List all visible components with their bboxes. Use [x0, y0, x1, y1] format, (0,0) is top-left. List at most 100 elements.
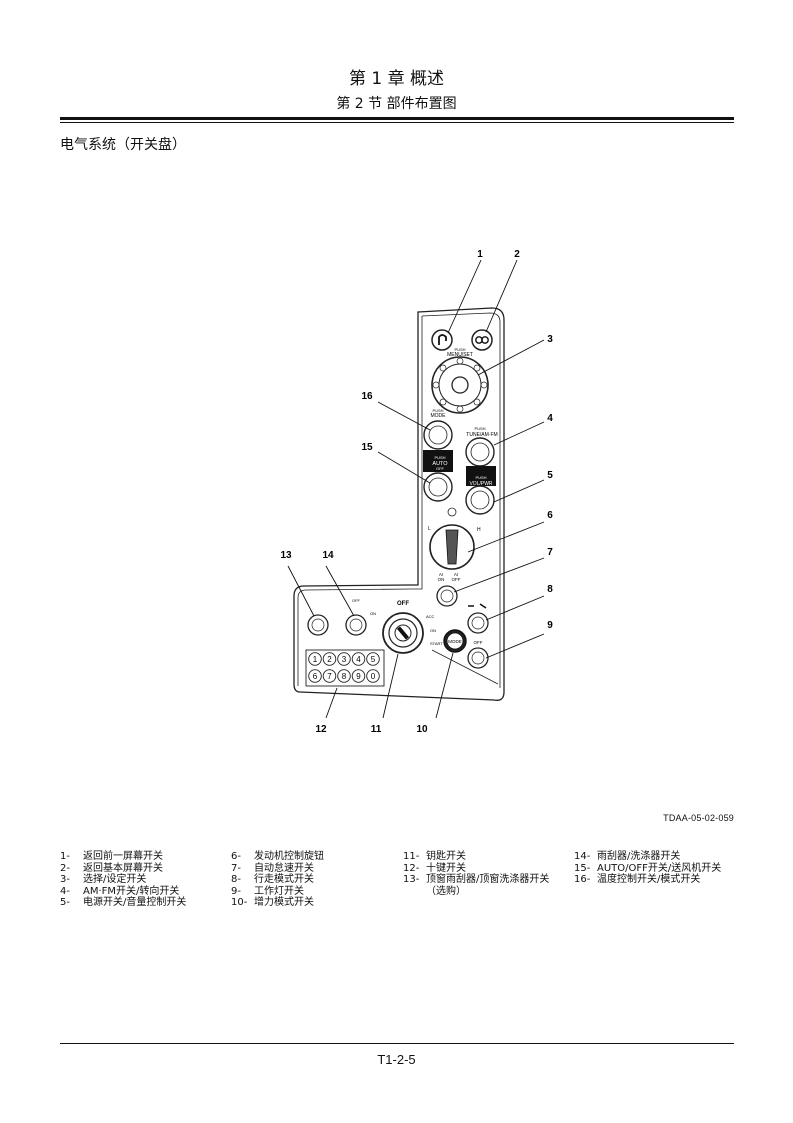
legend-item-continuation: （选购）	[426, 885, 466, 897]
legend-item: 15-AUTO/OFF开关/送风机开关	[574, 862, 722, 874]
keypad-key-label: 1	[313, 655, 318, 664]
legend-item: 8-行走模式开关	[231, 874, 314, 885]
work-light-switch	[467, 647, 489, 669]
auto-off-label: OFF	[436, 466, 445, 471]
wiper-off-label: OFF	[352, 598, 361, 603]
callout-10: 10	[416, 724, 428, 735]
wiper-washer-switch	[345, 614, 367, 636]
back-arrow-icon	[438, 334, 447, 345]
keypad-key-label: 3	[342, 655, 347, 664]
keypad-key-label: 8	[342, 672, 347, 681]
legend-item: 2-返回基本屏幕开关	[60, 862, 163, 874]
legend-item: 10-增力模式开关	[231, 897, 314, 908]
callout-6: 6	[547, 510, 553, 521]
ai-on-label-1: AI	[439, 572, 443, 577]
mode-button-label: MODE	[448, 639, 462, 644]
legend-item: 4-AM·FM开关/转向开关	[60, 885, 180, 897]
auto-off-blower-switch	[423, 472, 453, 502]
legend-column-1: 1-返回前一屏幕开关 2-返回基本屏幕开关 3-选择/设定开关 4-AM·FM开…	[60, 851, 186, 909]
auto-label: AUTO	[432, 461, 448, 467]
wiper-on-label: ON	[370, 611, 376, 616]
keypad-key	[337, 669, 351, 683]
callout-4: 4	[547, 413, 553, 424]
auto-idle-switch	[436, 585, 458, 607]
keypad-key-label: 5	[371, 655, 376, 664]
legend-item: 11-钥匙开关	[403, 851, 466, 862]
auto-band	[423, 450, 453, 472]
menuset-push-label: PUSH	[454, 347, 465, 352]
key-off-label: OFF	[397, 601, 409, 607]
callout-16: 16	[361, 391, 373, 402]
keypad-key	[351, 669, 366, 683]
legend-item: 1-返回前一屏幕开关	[60, 851, 163, 862]
keypad-key	[322, 652, 337, 666]
callout-12: 12	[315, 724, 327, 735]
keypad-key	[308, 669, 322, 683]
keypad-key-label: 4	[356, 655, 361, 664]
keypad-key	[322, 669, 337, 683]
callout-3: 3	[547, 334, 553, 345]
callout-15: 15	[361, 442, 373, 453]
callout-7: 7	[547, 547, 553, 558]
legend-item: 16-温度控制开关/模式开关	[574, 874, 701, 885]
callout-9: 9	[547, 620, 553, 631]
keypad-key	[337, 652, 351, 666]
legend-item: 9-工作灯开关	[231, 885, 304, 897]
section-heading: 电气系统（开关盘）	[60, 137, 186, 153]
overhead-wiper-switch	[307, 614, 329, 636]
keypad-key-label: 7	[327, 672, 332, 681]
travel-mode-icon	[468, 603, 487, 609]
engine-low-label: L	[428, 526, 431, 532]
callout-8: 8	[547, 584, 553, 595]
keypad-key	[351, 652, 366, 666]
legend-column-2: 6-发动机控制旋钮 7-自动怠速开关 8-行走模式开关 9-工作灯开关 10-增…	[231, 851, 324, 909]
vol-push-label: PUSH	[475, 475, 486, 480]
legend-item: 6-发动机控制旋钮	[231, 851, 324, 862]
mode-push-label: PUSH	[432, 408, 443, 413]
leader-lines	[287, 259, 545, 719]
callout-5: 5	[547, 470, 553, 481]
callout-1: 1	[477, 249, 483, 260]
menuset-label: MENU/SET	[447, 352, 473, 358]
travel-mode-switch	[467, 612, 489, 634]
key-start-label: START	[430, 641, 443, 646]
vol-label: VOL/PWR	[469, 481, 492, 487]
temperature-mode-switch	[423, 420, 453, 450]
menuset-dial	[431, 356, 489, 414]
legend-item: 13-顶窗雨刮器/顶窗洗涤器开关	[403, 874, 550, 885]
engine-high-label: H	[477, 527, 481, 533]
legend-item: 5-电源开关/音量控制开关	[60, 897, 187, 908]
legend-item: 12-十键开关	[403, 862, 466, 874]
header-rule-thin	[60, 122, 734, 123]
figure-id: TDAA-05-02-059	[663, 813, 734, 823]
keypad-key-label: 0	[371, 672, 376, 681]
keypad-key	[366, 652, 380, 666]
legend-column-4: 14-雨刮器/洗涤器开关 15-AUTO/OFF开关/送风机开关 16-温度控制…	[574, 851, 721, 886]
key-acc-label: ACC	[426, 614, 435, 619]
mode-label: MODE	[431, 413, 447, 419]
key-on-label: ON	[430, 628, 436, 633]
legend-item: 7-自动怠速开关	[231, 862, 314, 874]
am-fm-tune-switch	[465, 437, 495, 467]
back-switch	[431, 329, 453, 351]
ai-off-label-2: OFF	[452, 577, 461, 582]
keypad-key-label: 6	[313, 672, 318, 681]
callout-11: 11	[371, 724, 382, 735]
auto-push-label: PUSH	[434, 455, 445, 460]
header-rule-thick	[60, 117, 734, 120]
panel-outline	[293, 307, 505, 701]
keypad-key	[308, 652, 322, 666]
section-subtitle: 第 2 节 部件布置图	[336, 96, 457, 112]
tune-push-label: PUSH	[474, 426, 485, 431]
legend-column-3: 11-钥匙开关 12-十键开关 13-顶窗雨刮器/顶窗洗涤器开关 （选购）	[403, 851, 549, 897]
legend-item: 14-雨刮器/洗涤器开关	[574, 851, 681, 862]
numeric-keypad	[305, 649, 385, 687]
work-light-off-label: OFF	[474, 640, 483, 645]
vol-band	[466, 466, 496, 486]
power-volume-switch	[465, 485, 495, 515]
ai-off-label-1: AI	[454, 572, 458, 577]
ai-on-label-2: ON	[438, 577, 445, 582]
footer-rule	[60, 1043, 734, 1044]
keypad-key	[366, 669, 380, 683]
callout-14: 14	[322, 550, 334, 561]
